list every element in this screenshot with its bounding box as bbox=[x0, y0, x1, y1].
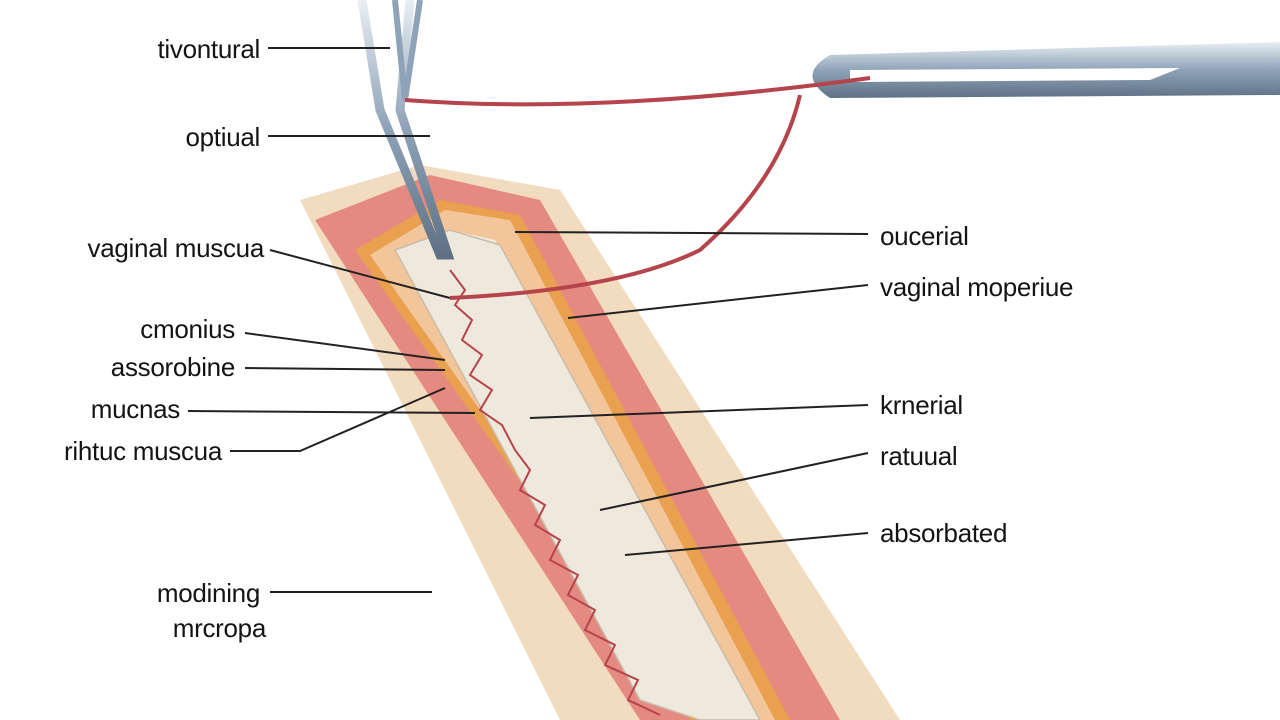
label-modining: modining bbox=[156, 578, 260, 608]
label-oucerial: oucerial bbox=[880, 221, 969, 251]
label-vaginal-muscua: vaginal muscua bbox=[87, 233, 265, 263]
label-tivontural: tivontural bbox=[157, 34, 261, 64]
label-absorbated: absorbated bbox=[880, 518, 1008, 548]
label-vaginal-moperiue: vaginal moperiue bbox=[880, 272, 1074, 302]
label-rihtuc-muscua: rihtuc muscua bbox=[64, 436, 222, 466]
needle-horizontal bbox=[812, 42, 1280, 98]
label-mrcropa: mrcropa bbox=[172, 613, 267, 643]
label-mucnas: mucnas bbox=[90, 394, 181, 424]
label-cmonius: cmonius bbox=[140, 314, 235, 344]
tissue-layers bbox=[300, 165, 900, 720]
leader-lines bbox=[187, 47, 869, 593]
label-assorobine: assorobine bbox=[110, 352, 236, 382]
label-ratuual: ratuual bbox=[880, 441, 958, 471]
suture-thread bbox=[404, 76, 871, 300]
label-optiual: optiual bbox=[185, 122, 260, 152]
label-krnerial: krnerial bbox=[880, 390, 963, 420]
suture-zigzag bbox=[449, 269, 661, 716]
